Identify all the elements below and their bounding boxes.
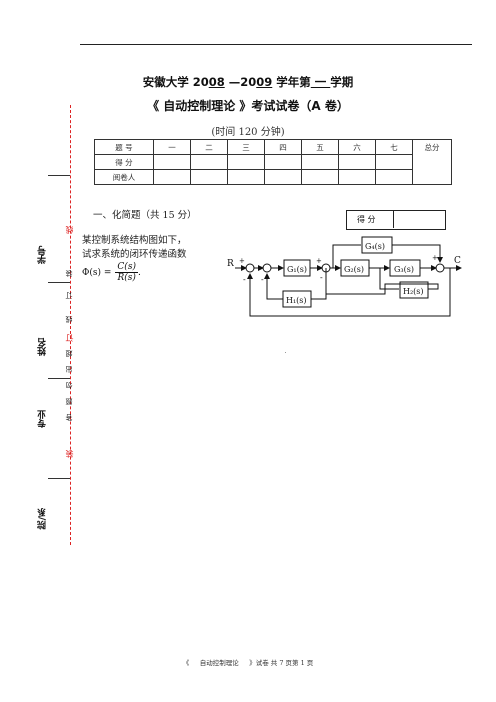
score-table-header-row: 题 号 一 二 三 四 五 六 七 总分 <box>94 139 452 185</box>
binding-mark: 订 <box>65 292 73 299</box>
field-major: 专业 <box>38 410 48 428</box>
sign-label: + <box>239 257 245 265</box>
field-student-id: 学号 <box>38 246 48 264</box>
output-label: C <box>454 256 461 266</box>
g3-label: G₃(s) <box>394 265 414 274</box>
h2-box <box>399 281 429 299</box>
field-name: 姓名 <box>38 338 48 356</box>
sign-label: + <box>432 254 438 262</box>
cut-mark: 线 <box>65 226 74 234</box>
grader-row: 阅卷人 <box>94 169 452 185</box>
binding-mark: 超 <box>65 350 73 357</box>
col-header: 题 号 <box>94 139 154 155</box>
summing-junction-1 <box>245 263 255 273</box>
score-box-label: 得 分 <box>357 215 376 224</box>
cut-mark: 装 <box>65 450 74 458</box>
score-row: 得 分 <box>94 154 452 170</box>
binding-mark: 出 <box>65 366 73 373</box>
col-header: 七 <box>375 139 413 155</box>
score-box: 得 分 <box>346 210 446 230</box>
col-header: 三 <box>227 139 265 155</box>
stray-dot <box>285 352 286 353</box>
page-footer: 《自动控制理论》试卷 共 7 页第 1 页 <box>182 659 314 667</box>
course-title: 《 自动控制理论 》考试试卷（A 卷） <box>147 99 349 113</box>
binding-mark: 答 <box>65 414 73 421</box>
binding-mark: 装 <box>65 270 73 277</box>
g1-label: G₁(s) <box>287 265 307 274</box>
score-table: 题 号 一 二 三 四 五 六 七 总分 得 分 阅卷人 <box>94 139 452 185</box>
block-diagram: R C G₁(s) G₂(s) G₃(s) G₄(s) H₁(s) H₂(s) … <box>227 236 462 317</box>
g4-label: G₄(s) <box>365 242 385 251</box>
summing-junction-4 <box>435 263 445 273</box>
question-text-line1: 某控制系统结构图如下， <box>82 235 187 246</box>
input-label: R <box>227 259 234 269</box>
col-header: 一 <box>153 139 191 155</box>
h2-label: H₂(s) <box>403 287 424 296</box>
exam-duration: (时间 120 分钟) <box>211 127 285 138</box>
top-rule <box>80 44 472 45</box>
sign-label: + <box>316 257 322 265</box>
g2-label: G₂(s) <box>344 265 364 274</box>
h1-label: H₁(s) <box>286 296 307 305</box>
binding-mark: 题 <box>65 398 73 405</box>
question-text-line2: 试求系统的闭环传递函数 <box>82 249 187 260</box>
row-label: 阅卷人 <box>94 169 154 185</box>
fraction-denominator: R(s) <box>117 273 136 283</box>
summing-junction-2 <box>262 263 272 273</box>
binding-mark: 线 <box>65 316 73 323</box>
section-heading: 一、化简题（共 15 分） <box>93 210 197 221</box>
cut-mark: 订 <box>65 334 74 342</box>
col-header: 五 <box>301 139 339 155</box>
sign-label: - <box>320 273 323 282</box>
cut-line <box>70 105 71 545</box>
col-header: 六 <box>338 139 376 155</box>
sign-label: - <box>243 275 246 284</box>
transfer-function-formula: Φ(s) =C(s)R(s). <box>82 262 141 283</box>
col-header: 二 <box>190 139 228 155</box>
binding-mark: 勿 <box>65 382 73 389</box>
col-header: 四 <box>264 139 302 155</box>
row-label: 得 分 <box>94 154 154 170</box>
score-box-blank <box>393 210 446 228</box>
exam-title: 安徽大学 2008 —2009 学年第 一 学期 <box>142 75 354 89</box>
field-department: 院/系 <box>38 508 48 530</box>
col-header-total: 总分 <box>412 139 452 185</box>
fraction-numerator: C(s) <box>115 262 138 273</box>
sign-label: - <box>261 275 264 284</box>
